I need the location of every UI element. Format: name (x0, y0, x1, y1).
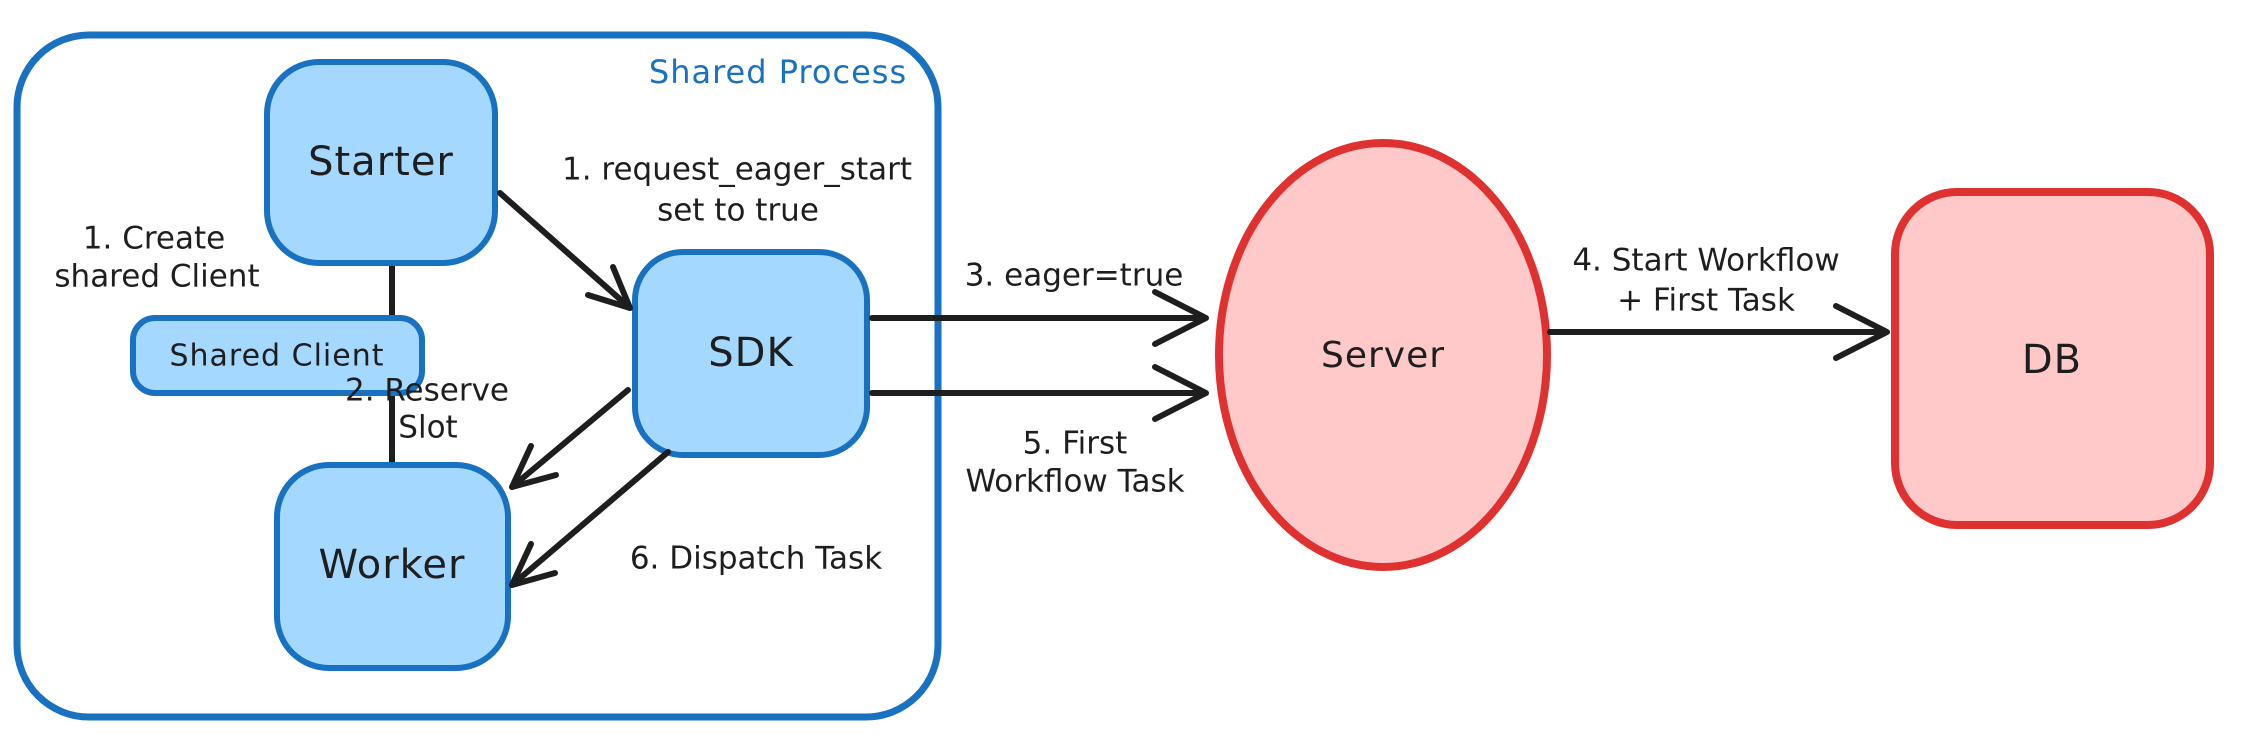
server-label: Server (1321, 335, 1445, 376)
starter-label: Starter (308, 139, 454, 185)
node-worker: Worker (274, 462, 511, 671)
arrow-starter-to-sdk (497, 190, 633, 311)
annotation-create-line1: 1. Create (83, 221, 225, 257)
sdk-label: SDK (708, 330, 794, 376)
db-label: DB (2022, 337, 2082, 383)
arrow-reserve-shaft (509, 387, 631, 490)
node-starter: Starter (264, 59, 498, 266)
node-server: Server (1215, 139, 1551, 571)
arrow-sdk-to-worker-dispatch (509, 449, 671, 588)
annotation-start-workflow-line1: 4. Start Workflow (1572, 243, 1839, 279)
shared-process-container: Shared Process (13, 31, 942, 721)
annotation-first-workflow-task: 5. First Workflow Task (965, 426, 1184, 500)
arrow-eager-head (1152, 289, 1209, 347)
annotation-first-task-line2: Workflow Task (965, 464, 1184, 500)
shared-process-label: Shared Process (649, 53, 907, 91)
annotation-reserve-line2: Slot (398, 410, 457, 446)
annotation-request-eager-start: 1. request_eager_start set to true (562, 152, 912, 229)
shared-process-box (13, 31, 942, 721)
annotation-start-workflow: 4. Start Workflow + First Task (1572, 243, 1839, 319)
node-sdk: SDK (632, 249, 870, 458)
arrow-dispatch-head (509, 541, 558, 588)
annotation-dispatch-line1: 6. Dispatch Task (630, 541, 882, 577)
arrow-first-task-head (1152, 364, 1209, 422)
server-ellipse (1215, 139, 1551, 571)
arrow-sdk-to-server-eager (869, 289, 1209, 347)
arrow-starter-to-sdk-shaft (497, 190, 633, 311)
arrow-sdk-to-server-first-task (869, 364, 1209, 422)
shared-client-label: Shared Client (169, 339, 384, 374)
sdk-box (632, 249, 870, 458)
node-shared-client: Shared Client (130, 315, 425, 396)
annotation-reserve-slot: 2. Reserve Slot (345, 373, 509, 446)
annotation-dispatch-task: 6. Dispatch Task (630, 541, 882, 577)
worker-label: Worker (319, 542, 466, 588)
annotation-request-line1: 1. request_eager_start (562, 152, 912, 188)
worker-box (274, 462, 511, 671)
annotation-first-task-line1: 5. First (1023, 426, 1128, 462)
annotation-eager-true: 3. eager=true (965, 258, 1184, 294)
shared-client-box (130, 315, 425, 396)
starter-box (264, 59, 498, 266)
annotation-start-workflow-line2: + First Task (1617, 283, 1795, 319)
annotation-create-shared-client: 1. Create shared Client (54, 221, 259, 295)
annotation-eager-line1: 3. eager=true (965, 258, 1184, 294)
arrow-starter-to-sdk-head (585, 264, 633, 311)
db-box (1891, 188, 2214, 529)
arrow-sdk-to-worker-reserve (509, 387, 631, 490)
arrow-server-to-db (1547, 303, 1890, 361)
node-db: DB (1891, 188, 2214, 529)
arrow-dispatch-shaft (509, 449, 671, 588)
arrow-server-db-head (1833, 303, 1890, 361)
arrow-reserve-head (509, 443, 559, 490)
annotation-create-line2: shared Client (54, 259, 259, 295)
annotation-request-line2: set to true (657, 193, 819, 229)
annotation-reserve-line1: 2. Reserve (345, 373, 509, 409)
